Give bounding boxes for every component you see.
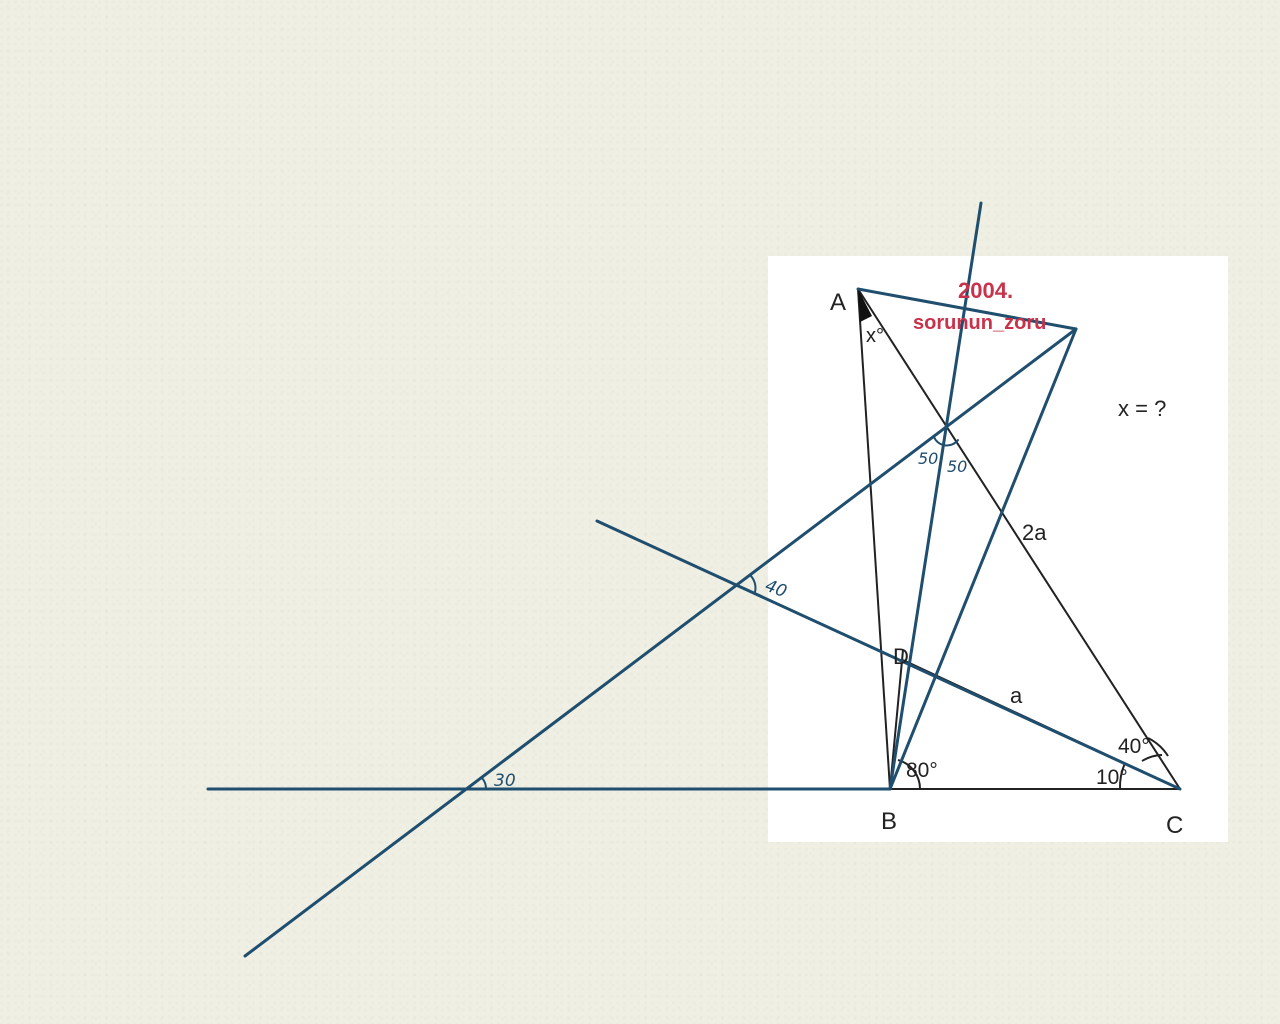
question-label: x = ? (1118, 396, 1166, 421)
overlay-long-diagonal (243, 327, 1078, 958)
segment-ac-label: 2a (1022, 520, 1047, 545)
watermark-year: 2004. (958, 278, 1013, 303)
segment-ac (857, 288, 1181, 790)
angle-arc-c40 (1141, 754, 1163, 762)
angle-arc-c40-b (1147, 737, 1169, 757)
overlay-p-to-b (888, 327, 1078, 791)
annotation-30: 30 (494, 771, 516, 791)
point-d-label: D (893, 644, 909, 669)
angle-c10-label: 10° (1096, 766, 1128, 789)
overlay-arc-40 (749, 574, 757, 593)
segment-ab (857, 288, 891, 790)
watermark-author: sorunun_zoru (913, 312, 1046, 334)
overlay-vertical-line (888, 201, 983, 791)
angle-marker-x (858, 289, 872, 322)
annotation-50-left: 50 (918, 449, 938, 468)
angle-c40-label: 40° (1118, 735, 1150, 758)
annotation-50-right: 50 (947, 457, 967, 476)
point-a-label: A (830, 289, 846, 316)
overlay-arc-50 (933, 436, 959, 447)
overlay-a-to-p (856, 287, 1078, 331)
angle-b80-label: 80° (906, 759, 938, 782)
point-c-label: C (1166, 812, 1183, 839)
point-b-label: B (881, 808, 897, 835)
overlay-arc-30 (481, 777, 487, 790)
segment-dc-label: a (1010, 683, 1023, 708)
angle-x-label: x° (866, 325, 884, 347)
overlay-construction (206, 201, 1182, 958)
overlay-cd-extension (595, 519, 1182, 791)
